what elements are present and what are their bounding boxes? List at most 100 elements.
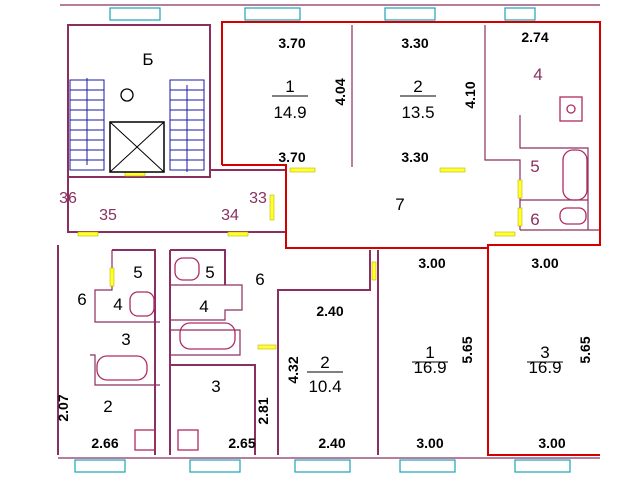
dim-room2-side: 4.10	[462, 81, 478, 108]
door-bath	[517, 179, 523, 199]
hall-label-35: 35	[99, 207, 117, 224]
room2-area: 13.5	[401, 103, 434, 122]
right-room3-area: 16.9	[528, 358, 561, 377]
mid-room6-number: 6	[255, 270, 264, 289]
dim-room2-bottom: 3.30	[401, 149, 428, 165]
sink-left-icon	[134, 429, 156, 451]
left-apt-inner	[94, 250, 160, 323]
dim-room4-top: 2.74	[521, 29, 548, 45]
top-bath	[519, 115, 589, 230]
room7-number: 7	[395, 195, 404, 214]
mid-apt-wc	[170, 284, 243, 321]
toilet-mid-icon	[174, 257, 200, 281]
toilet-icon	[559, 207, 587, 225]
staircase-outline	[67, 24, 211, 178]
toilet-left-icon	[129, 291, 155, 317]
sink-mid-icon	[177, 429, 199, 451]
top-apt-boundary	[221, 21, 601, 456]
right-dim-room3-bottom: 3.00	[538, 435, 565, 451]
mid-room2-number: 2	[320, 353, 329, 372]
mid-apt-top	[170, 249, 226, 285]
sink-icon	[559, 96, 583, 122]
door-top-apt	[269, 194, 275, 221]
room1-number: 1	[285, 77, 294, 96]
top-apt-boundary-lower	[222, 164, 488, 249]
left-apt-bath	[90, 354, 160, 386]
window-mid-2	[294, 459, 351, 473]
stair-flight-left	[69, 78, 105, 171]
bathtub-mid-icon	[179, 322, 236, 350]
door-room2	[439, 167, 466, 173]
dim-room1-top: 3.70	[278, 35, 305, 51]
right-room1-number: 1	[425, 343, 434, 362]
window-room2	[384, 7, 436, 21]
room5-number: 5	[530, 157, 539, 176]
fixtures	[96, 96, 588, 451]
window-mid-3	[189, 459, 241, 473]
window-left-2	[74, 459, 126, 473]
right-dim-room3-top: 3.00	[531, 255, 558, 271]
room6-number: 6	[530, 210, 539, 229]
stair-fixture	[120, 88, 134, 102]
door-left-apt	[77, 231, 99, 237]
apartment-boundaries	[221, 21, 601, 456]
mid-dim-room3-side: 2.81	[255, 397, 271, 424]
stair-flight-right	[169, 79, 205, 172]
mid-dim-room2-bottom: 2.40	[318, 435, 345, 451]
right-dim-room1-bottom: 3.00	[416, 435, 443, 451]
room1-area: 14.9	[273, 103, 306, 122]
left-dim-side: 2.07	[55, 394, 71, 421]
mid-apt-room3	[170, 364, 256, 455]
doors	[77, 167, 523, 350]
dim-room2-top: 3.30	[401, 35, 428, 51]
window-right-3	[514, 459, 571, 473]
window-room4	[504, 7, 536, 21]
staircase-label: Б	[142, 50, 153, 69]
door-room3	[494, 231, 516, 237]
bathtub-icon	[562, 149, 588, 201]
mid-dim-room2-top: 2.40	[316, 303, 343, 319]
door-mid-2	[257, 344, 277, 350]
mid-room5-number: 5	[205, 263, 214, 282]
left-room6-number: 6	[77, 290, 86, 309]
left-dim-bottom: 2.66	[91, 435, 118, 451]
hall-label-34: 34	[221, 207, 239, 224]
window-stair	[109, 7, 161, 21]
dim-room1-bottom: 3.70	[278, 149, 305, 165]
sink-drain-icon	[566, 104, 576, 114]
left-room5-number: 5	[133, 263, 142, 282]
door-right-1	[371, 261, 377, 281]
right-room1-area: 16.9	[413, 358, 446, 377]
left-apt-wall	[112, 249, 156, 455]
top-divider-2	[484, 25, 521, 230]
left-room2-number: 2	[103, 397, 112, 416]
labels: Б 3.70 3.30 2.74 4.04 4.10 3.70 3.30 1 1…	[55, 29, 593, 451]
right-dim-room1-side: 5.65	[459, 336, 475, 363]
mid-apt-bath	[170, 329, 241, 356]
window-room1	[244, 7, 301, 21]
room4-number: 4	[533, 65, 542, 84]
right-dim-room1-top: 3.00	[418, 255, 445, 271]
mid-dim-room3-bottom: 2.65	[228, 435, 255, 451]
left-room4-number: 4	[113, 295, 122, 314]
room2-number: 2	[413, 77, 422, 96]
hall-label-33: 33	[249, 190, 267, 207]
windows	[74, 7, 571, 473]
dim-room1-side: 4.04	[332, 78, 348, 105]
right-dim-room3-side: 5.65	[577, 336, 593, 363]
mid-room4-number: 4	[199, 297, 208, 316]
staircase	[69, 78, 205, 173]
right-room3-number: 3	[540, 343, 549, 362]
mid-dim-room2-side: 4.32	[285, 356, 301, 383]
door-wc	[517, 207, 523, 227]
mid-room3-number: 3	[211, 377, 220, 396]
bathtub-left-icon	[96, 355, 148, 381]
mid-apt-room2	[277, 250, 371, 455]
left-room3-number: 3	[121, 330, 130, 349]
hall-label-36: 36	[59, 190, 77, 207]
door-mid-apt	[227, 231, 249, 237]
door-left-5	[109, 267, 115, 287]
window-right-1	[399, 459, 456, 473]
mid-room2-area: 10.4	[308, 377, 341, 396]
